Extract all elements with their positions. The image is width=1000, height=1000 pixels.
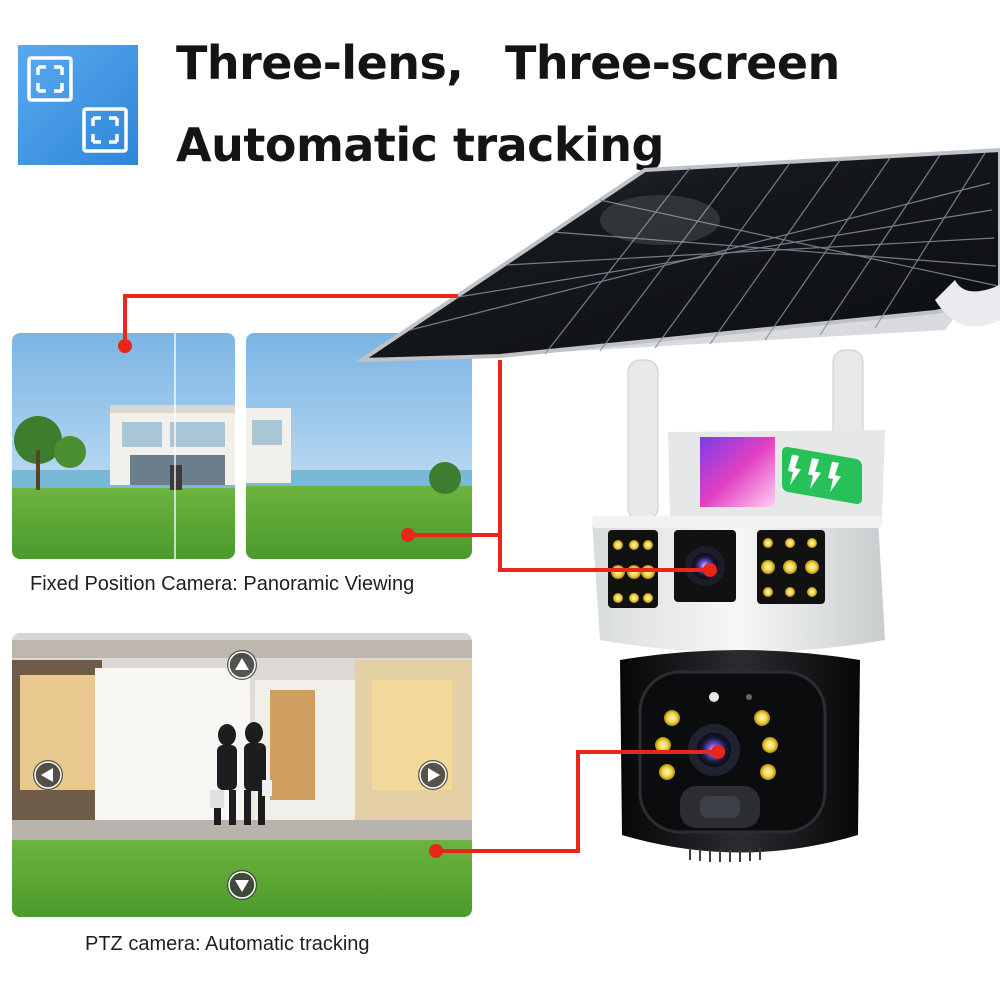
arrow-left-icon[interactable] xyxy=(33,760,63,790)
headline-automatic-tracking: Automatic tracking xyxy=(176,118,664,172)
panoramic-view-right xyxy=(246,333,472,559)
callout-dots xyxy=(118,339,725,858)
lightning-battery-icon xyxy=(782,446,862,505)
arrow-up-icon[interactable] xyxy=(227,650,257,680)
headline-three-lens: Three-lens, xyxy=(176,36,464,90)
panoramic-view-left xyxy=(12,333,235,559)
ptz-tracking-view xyxy=(12,633,472,917)
solar-panel xyxy=(355,147,1000,363)
callout-lines xyxy=(123,294,718,853)
headline-three-screen: Three-screen xyxy=(505,36,840,90)
fixed-camera-caption: Fixed Position Camera: Panoramic Viewing xyxy=(30,573,415,595)
security-camera xyxy=(592,349,885,862)
arrow-right-icon[interactable] xyxy=(418,760,448,790)
arrow-down-icon[interactable] xyxy=(227,870,257,900)
ptz-camera-caption: PTZ camera: Automatic tracking xyxy=(85,933,370,955)
dual-frame-icon xyxy=(18,45,138,165)
